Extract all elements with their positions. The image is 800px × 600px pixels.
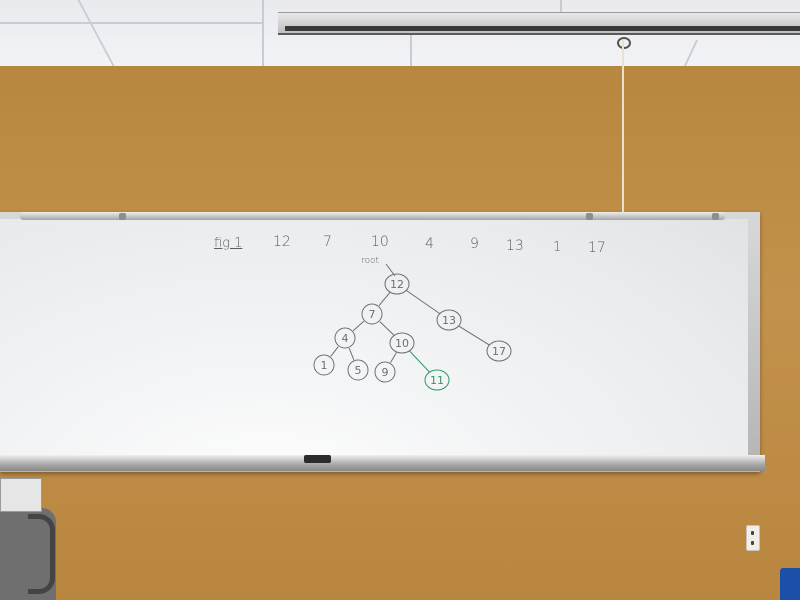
tree-node-value: 9 [382,366,389,379]
whiteboard-eraser[interactable] [304,455,331,463]
sequence-number: 12 [273,234,291,250]
tree-node: 10 [389,332,415,354]
tree-edge [379,321,395,336]
tree-node-value: 12 [390,278,404,291]
marker-tray [0,455,765,471]
tree-node: 4 [334,327,356,349]
map-rail [20,212,725,220]
tree-node-circle [334,327,356,349]
tree-node: 13 [436,309,462,331]
tree-node-circle [313,354,335,376]
tree-node-value: 13 [442,314,456,327]
sequence-number: 9 [470,236,479,252]
tree-edge [330,346,339,357]
tree-node: 12 [384,273,410,295]
tree-node-value: 17 [492,345,506,358]
recycling-bin [780,568,800,600]
whiteboard [0,219,748,462]
tree-node-circle [486,340,512,362]
tree-node-value: 10 [395,337,409,350]
tree-node-circle [347,359,369,381]
tree-edge [352,320,365,332]
tree-edge [409,350,430,373]
pull-cord-ring [617,37,631,49]
sequence-number: 13 [506,238,524,254]
tree-node: 9 [374,361,396,383]
tree-node-value: 4 [342,332,349,345]
sequence-number: 1 [553,240,562,255]
tree-edge [405,289,441,315]
electrical-outlet [746,525,760,551]
rail-hook [712,213,719,220]
tree-node: 17 [486,340,512,362]
root-label: root [361,256,380,266]
tree-node-circle [374,361,396,383]
rail-hook [119,213,126,220]
tree-node: 11 [424,369,450,391]
tree-edge [348,348,355,360]
tree-edge [378,292,391,306]
tree-node-circle [361,303,383,325]
projector-cart [0,478,56,600]
sequence-number: 7 [323,234,332,250]
tree-node-circle [436,309,462,331]
tree-node: 7 [361,303,383,325]
tree-node-circle [384,273,410,295]
tree-node-value: 5 [355,364,362,377]
tree-node-circle [424,369,450,391]
sequence-number: 4 [425,236,434,252]
rail-hook [586,213,593,220]
tree-node-value: 7 [369,308,376,321]
tree-node: 1 [313,354,335,376]
tree-node-value: 1 [321,359,328,372]
tree-edge [458,325,490,346]
sequence-number: 17 [588,240,606,256]
tree-node-value: 11 [430,374,444,387]
projector-screen-slot [285,26,800,31]
tree-node: 5 [347,359,369,381]
tree-node-circle [389,332,415,354]
tree-edge [390,352,397,363]
screen-pull-cord[interactable] [622,40,624,382]
sequence-number: 10 [371,234,389,250]
figure-label: fig 1 [214,236,243,251]
